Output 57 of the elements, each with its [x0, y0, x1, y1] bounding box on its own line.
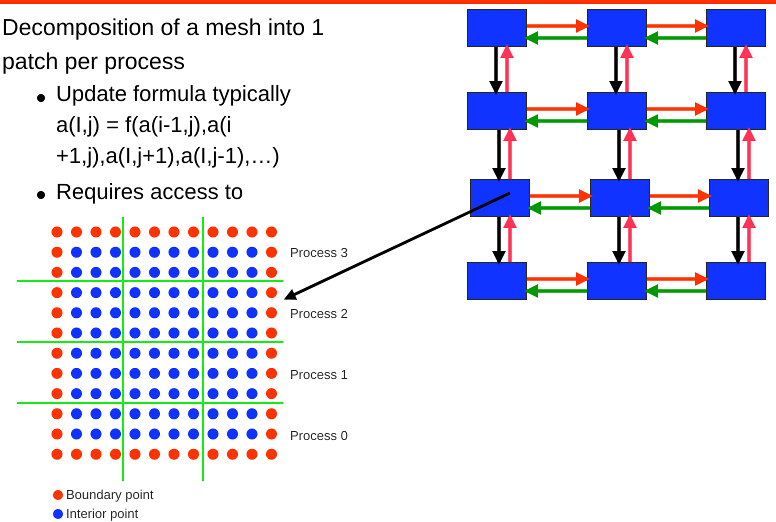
legend-text: Boundary point — [66, 487, 154, 503]
arrow — [524, 31, 587, 45]
arrow — [503, 214, 517, 262]
legend-text: Interior point — [66, 506, 138, 522]
arrow — [500, 44, 514, 92]
arrow — [527, 102, 590, 116]
arrow — [527, 201, 590, 215]
arrow — [647, 19, 709, 33]
arrow — [742, 214, 756, 262]
process-label: Process 0 — [290, 427, 348, 445]
process-box — [587, 9, 647, 47]
arrow — [492, 217, 506, 265]
arrow — [647, 201, 709, 215]
process-box — [709, 179, 769, 217]
arrow — [731, 130, 745, 182]
arrow — [644, 114, 706, 128]
arrow — [284, 192, 511, 300]
arrow — [503, 127, 517, 179]
arrow — [524, 284, 587, 298]
arrow — [742, 127, 756, 179]
process-box — [467, 92, 527, 130]
arrow — [530, 189, 593, 203]
arrow — [489, 47, 503, 95]
arrow — [527, 19, 590, 33]
arrow — [623, 127, 637, 179]
process-box — [467, 9, 527, 47]
arrow — [728, 47, 742, 95]
arrow — [612, 217, 626, 265]
process-label: Process 2 — [290, 305, 348, 323]
arrow — [612, 130, 626, 182]
bullet-text: Requires access to — [56, 178, 244, 206]
arrow — [731, 217, 745, 265]
arrow — [650, 189, 712, 203]
arrow — [524, 114, 587, 128]
arrow — [527, 272, 590, 286]
process-box — [706, 262, 766, 300]
arrow — [647, 102, 709, 116]
process-box — [587, 262, 647, 300]
arrow — [620, 44, 634, 92]
process-box — [590, 179, 650, 217]
process-label: Process 3 — [290, 244, 348, 262]
arrow — [623, 214, 637, 262]
process-box — [706, 9, 766, 47]
arrow — [644, 31, 706, 45]
process-box — [587, 92, 647, 130]
arrow — [647, 272, 709, 286]
bullet-text: Update formula typically a(I,j) = f(a(i-1,j),a(i +1,j),a(I,j+1),a(I,j-1),…) — [56, 80, 292, 170]
arrow — [739, 44, 753, 92]
process-box — [706, 92, 766, 130]
arrow — [644, 284, 706, 298]
arrow — [609, 47, 623, 95]
process-box — [470, 179, 530, 217]
arrow — [492, 130, 506, 182]
mesh-points-drawing — [15, 216, 283, 482]
process-label: Process 1 — [290, 366, 348, 384]
process-box — [467, 262, 527, 300]
heading-text: Decomposition of a mesh into 1 patch per process — [2, 13, 326, 76]
